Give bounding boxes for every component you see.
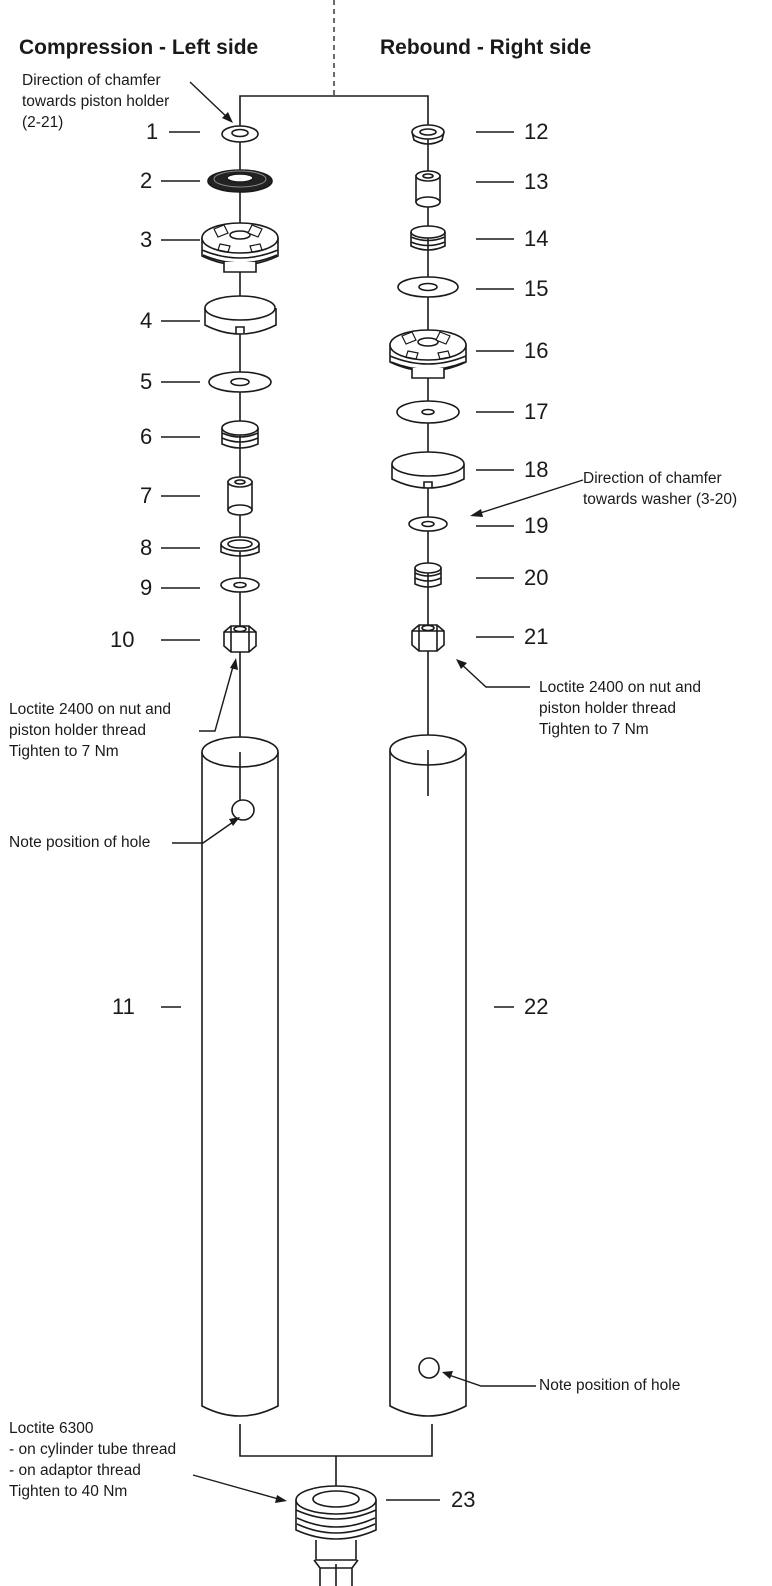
part-number-23: 23 [451,1487,476,1512]
part-number-5: 5 [140,369,153,394]
part-7-bushing [227,476,253,516]
part-22-cylinder-tube [389,734,467,1417]
part-8-ring [220,536,260,557]
left-side-header: Compression - Left side [19,36,259,59]
loctite-note-right: Loctite 2400 on nut and piston holder th… [539,679,702,738]
part-number-15: 15 [524,276,549,301]
part-6-spring [221,420,259,449]
part-14-spring [410,225,446,251]
left-number-leaders [161,131,200,1008]
part-1-chamfer-washer [221,125,259,143]
part-number-16: 16 [524,338,549,363]
part-number-4: 4 [140,308,153,333]
part-number-19: 19 [524,513,549,538]
part-21-nut [411,624,445,652]
part-11-cylinder-tube [201,736,279,1417]
bottom-bracket [239,1424,433,1457]
callout-leaders [172,81,584,1501]
part-number-21: 21 [524,624,549,649]
chamfer-note-right: Direction of chamfer towards washer (3-2… [583,470,738,508]
part-number-18: 18 [524,457,549,482]
part-3-piston [201,222,279,273]
hole-note-left: Note position of hole [9,834,151,851]
part-number-2: 2 [140,168,153,193]
part-number-3: 3 [140,227,153,252]
part-15-washer [397,276,459,298]
part-number-13: 13 [524,169,549,194]
part-number-17: 17 [524,399,549,424]
part-number-12: 12 [524,119,549,144]
chamfer-note-left: Direction of chamfer towards piston hold… [22,72,170,131]
part-number-1: 1 [146,119,159,144]
part-number-9: 9 [140,575,153,600]
part-18-spacer-ring [391,451,465,489]
part-number-7: 7 [140,483,153,508]
part-16-piston [389,329,467,379]
arrow-heads [222,112,483,1503]
loctite-note-bottom: Loctite 6300 - on cylinder tube thread -… [9,1420,177,1500]
part-number-11: 11 [112,994,135,1019]
part-19-chamfer-washer [408,516,448,532]
part-20-spring [414,562,442,588]
part-number-6: 6 [140,424,153,449]
part-23-adaptor [295,1485,377,1586]
part-number-22: 22 [524,994,549,1019]
part-number-20: 20 [524,565,549,590]
part-9-washer [220,577,260,593]
loctite-note-left: Loctite 2400 on nut and piston holder th… [9,701,172,760]
part-10-nut [223,625,257,653]
part-5-washer [208,371,272,393]
right-side-header: Rebound - Right side [380,36,592,59]
part-17-washer [396,400,460,424]
part-13-bushing [415,170,441,208]
part-number-10: 10 [110,627,135,652]
part-12-chamfer-washer [411,124,445,145]
right-number-leaders [386,131,514,1501]
part-number-8: 8 [140,535,153,560]
part-4-spacer-ring [204,295,277,335]
part-2-shim-stack [207,169,273,193]
top-bracket [239,95,429,128]
part-number-14: 14 [524,226,549,251]
hole-note-right: Note position of hole [539,1377,681,1394]
